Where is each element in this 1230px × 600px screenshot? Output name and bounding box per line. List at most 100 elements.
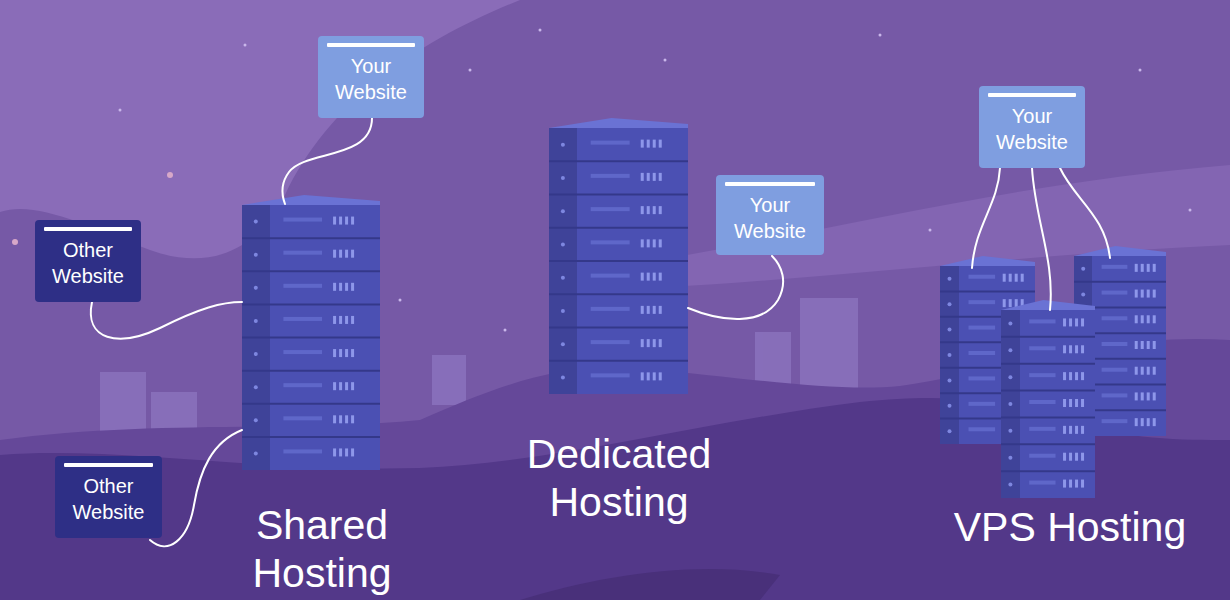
star (1189, 209, 1192, 212)
server-slot (969, 351, 996, 355)
server-vent (1081, 480, 1084, 488)
server-row-line (549, 160, 688, 162)
window-bar (64, 463, 153, 467)
website-label: Other Website (66, 473, 152, 525)
website-box: Your Website (979, 86, 1085, 168)
server-row-line (549, 227, 688, 229)
server-slot (591, 373, 630, 377)
server-vent (1063, 453, 1066, 461)
star (12, 239, 18, 245)
server-vent (659, 273, 662, 281)
server-slot (1029, 373, 1055, 377)
server-led (948, 328, 952, 332)
server-vent (1081, 318, 1084, 326)
website-box: Your Website (716, 175, 824, 255)
server-vent (333, 250, 336, 258)
server-vent (333, 448, 336, 456)
server-slot (1029, 454, 1055, 458)
website-label: Your Website (727, 192, 813, 244)
server-led (561, 242, 565, 246)
server-vent (339, 448, 342, 456)
server-vent (647, 206, 650, 214)
star (119, 109, 122, 112)
server-vent (1015, 299, 1018, 307)
server-slot (283, 284, 322, 288)
server-vent (1141, 392, 1144, 400)
server-tower (242, 195, 380, 470)
server-vent (659, 206, 662, 214)
server-vent (647, 239, 650, 247)
server-vent (1069, 453, 1072, 461)
server-body (549, 128, 688, 394)
wire (91, 302, 242, 339)
server-vent (1063, 345, 1066, 353)
server-vent (1069, 480, 1072, 488)
server-vent (647, 173, 650, 181)
server-vent (659, 306, 662, 314)
server-row-line (549, 293, 688, 295)
server-led (948, 277, 952, 281)
server-top (1074, 246, 1166, 256)
website-box: Other Website (55, 456, 162, 538)
hosting-type-label: VPS Hosting (950, 504, 1190, 552)
server-slot (591, 207, 630, 211)
server-vent (653, 339, 656, 347)
server-vent (1141, 367, 1144, 375)
wire (688, 256, 783, 319)
server-slot (1102, 368, 1128, 372)
star (399, 299, 402, 302)
text-wrap: Other Website (55, 473, 162, 525)
server-vent (1135, 418, 1138, 426)
server-vent (1081, 399, 1084, 407)
server-vent (1081, 426, 1084, 434)
hosting-type-label: Dedicated Hosting (499, 431, 739, 527)
server-vent (351, 250, 354, 258)
server-vent (1153, 367, 1156, 375)
server-row-line (1074, 281, 1166, 283)
server-led (254, 220, 258, 224)
server-vent (647, 372, 650, 380)
server-vent (1147, 367, 1150, 375)
server-vent (1075, 345, 1078, 353)
server-vent (653, 372, 656, 380)
server-led (1008, 375, 1012, 379)
star (879, 34, 882, 37)
server-vent (641, 173, 644, 181)
server-vent (1147, 290, 1150, 298)
server-vent (339, 349, 342, 357)
wire (1032, 168, 1051, 310)
server-led (254, 352, 258, 356)
server-vent (1069, 318, 1072, 326)
server-led (1008, 348, 1012, 352)
server-side (1001, 310, 1020, 498)
foreground-ground (0, 398, 1230, 600)
server-group (549, 118, 688, 394)
server-slot (1029, 481, 1055, 485)
server-vent (1153, 290, 1156, 298)
server-row-line (1001, 416, 1095, 418)
server-row-line (242, 403, 380, 405)
server-row-line (242, 436, 380, 438)
server-vent (659, 140, 662, 148)
server-vent (351, 283, 354, 291)
building (800, 298, 858, 393)
server-led (561, 276, 565, 280)
server-row-line (242, 370, 380, 372)
server-slot (1029, 346, 1055, 350)
server-row-line (242, 270, 380, 272)
server-vent (653, 173, 656, 181)
window-bar (988, 93, 1076, 97)
server-vent (659, 372, 662, 380)
server-row-line (1001, 470, 1095, 472)
website-box: Your Website (318, 36, 424, 118)
server-slot (1029, 319, 1055, 323)
server-vent (653, 273, 656, 281)
server-vent (345, 448, 348, 456)
server-slot (591, 307, 630, 311)
server-tower (549, 118, 688, 394)
server-slot (1029, 400, 1055, 404)
server-slot (1102, 265, 1128, 269)
server-vent (339, 283, 342, 291)
server-top (940, 256, 1035, 266)
window-bar (725, 182, 815, 186)
